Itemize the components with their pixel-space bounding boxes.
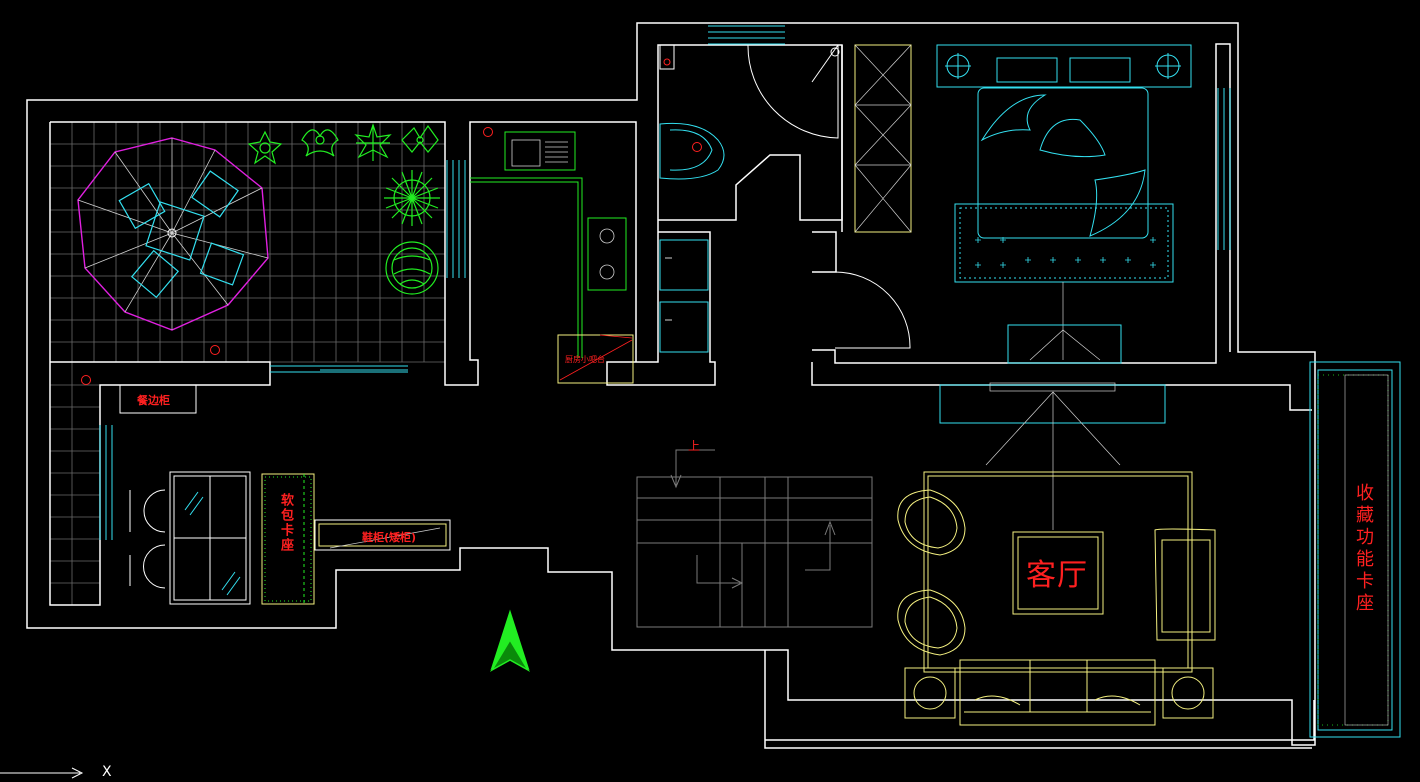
- axis-x-label: X: [102, 764, 112, 780]
- ucs-axis-icon: [0, 767, 84, 779]
- storage-seat-label: 收藏功能卡座: [1353, 483, 1374, 615]
- terrace-floor-grid: [50, 121, 445, 605]
- kitchen: [470, 131, 634, 384]
- dining-area: [119, 384, 451, 605]
- umbrella-table: [77, 137, 269, 331]
- sideboard-label: 餐边柜: [137, 394, 170, 407]
- living-room: [897, 382, 1216, 726]
- soft-seat-label: 软包卡座: [278, 493, 293, 553]
- windows: [99, 25, 1401, 738]
- stair-up-label: 上: [688, 439, 701, 453]
- walls: [26, 22, 1316, 749]
- stairs: [636, 449, 873, 628]
- north-arrow-icon: [489, 609, 531, 673]
- terrace-markers: [81, 127, 702, 385]
- kitchen-bar-label: 厨房小吧台: [565, 355, 605, 364]
- bedroom: [834, 44, 1192, 364]
- plants: [247, 123, 440, 295]
- storage-seat: [1317, 374, 1389, 726]
- living-room-label: 客厅: [1026, 558, 1088, 593]
- bathroom: [659, 44, 840, 353]
- shoe-cabinet-label: 鞋柜(矮柜): [362, 531, 417, 544]
